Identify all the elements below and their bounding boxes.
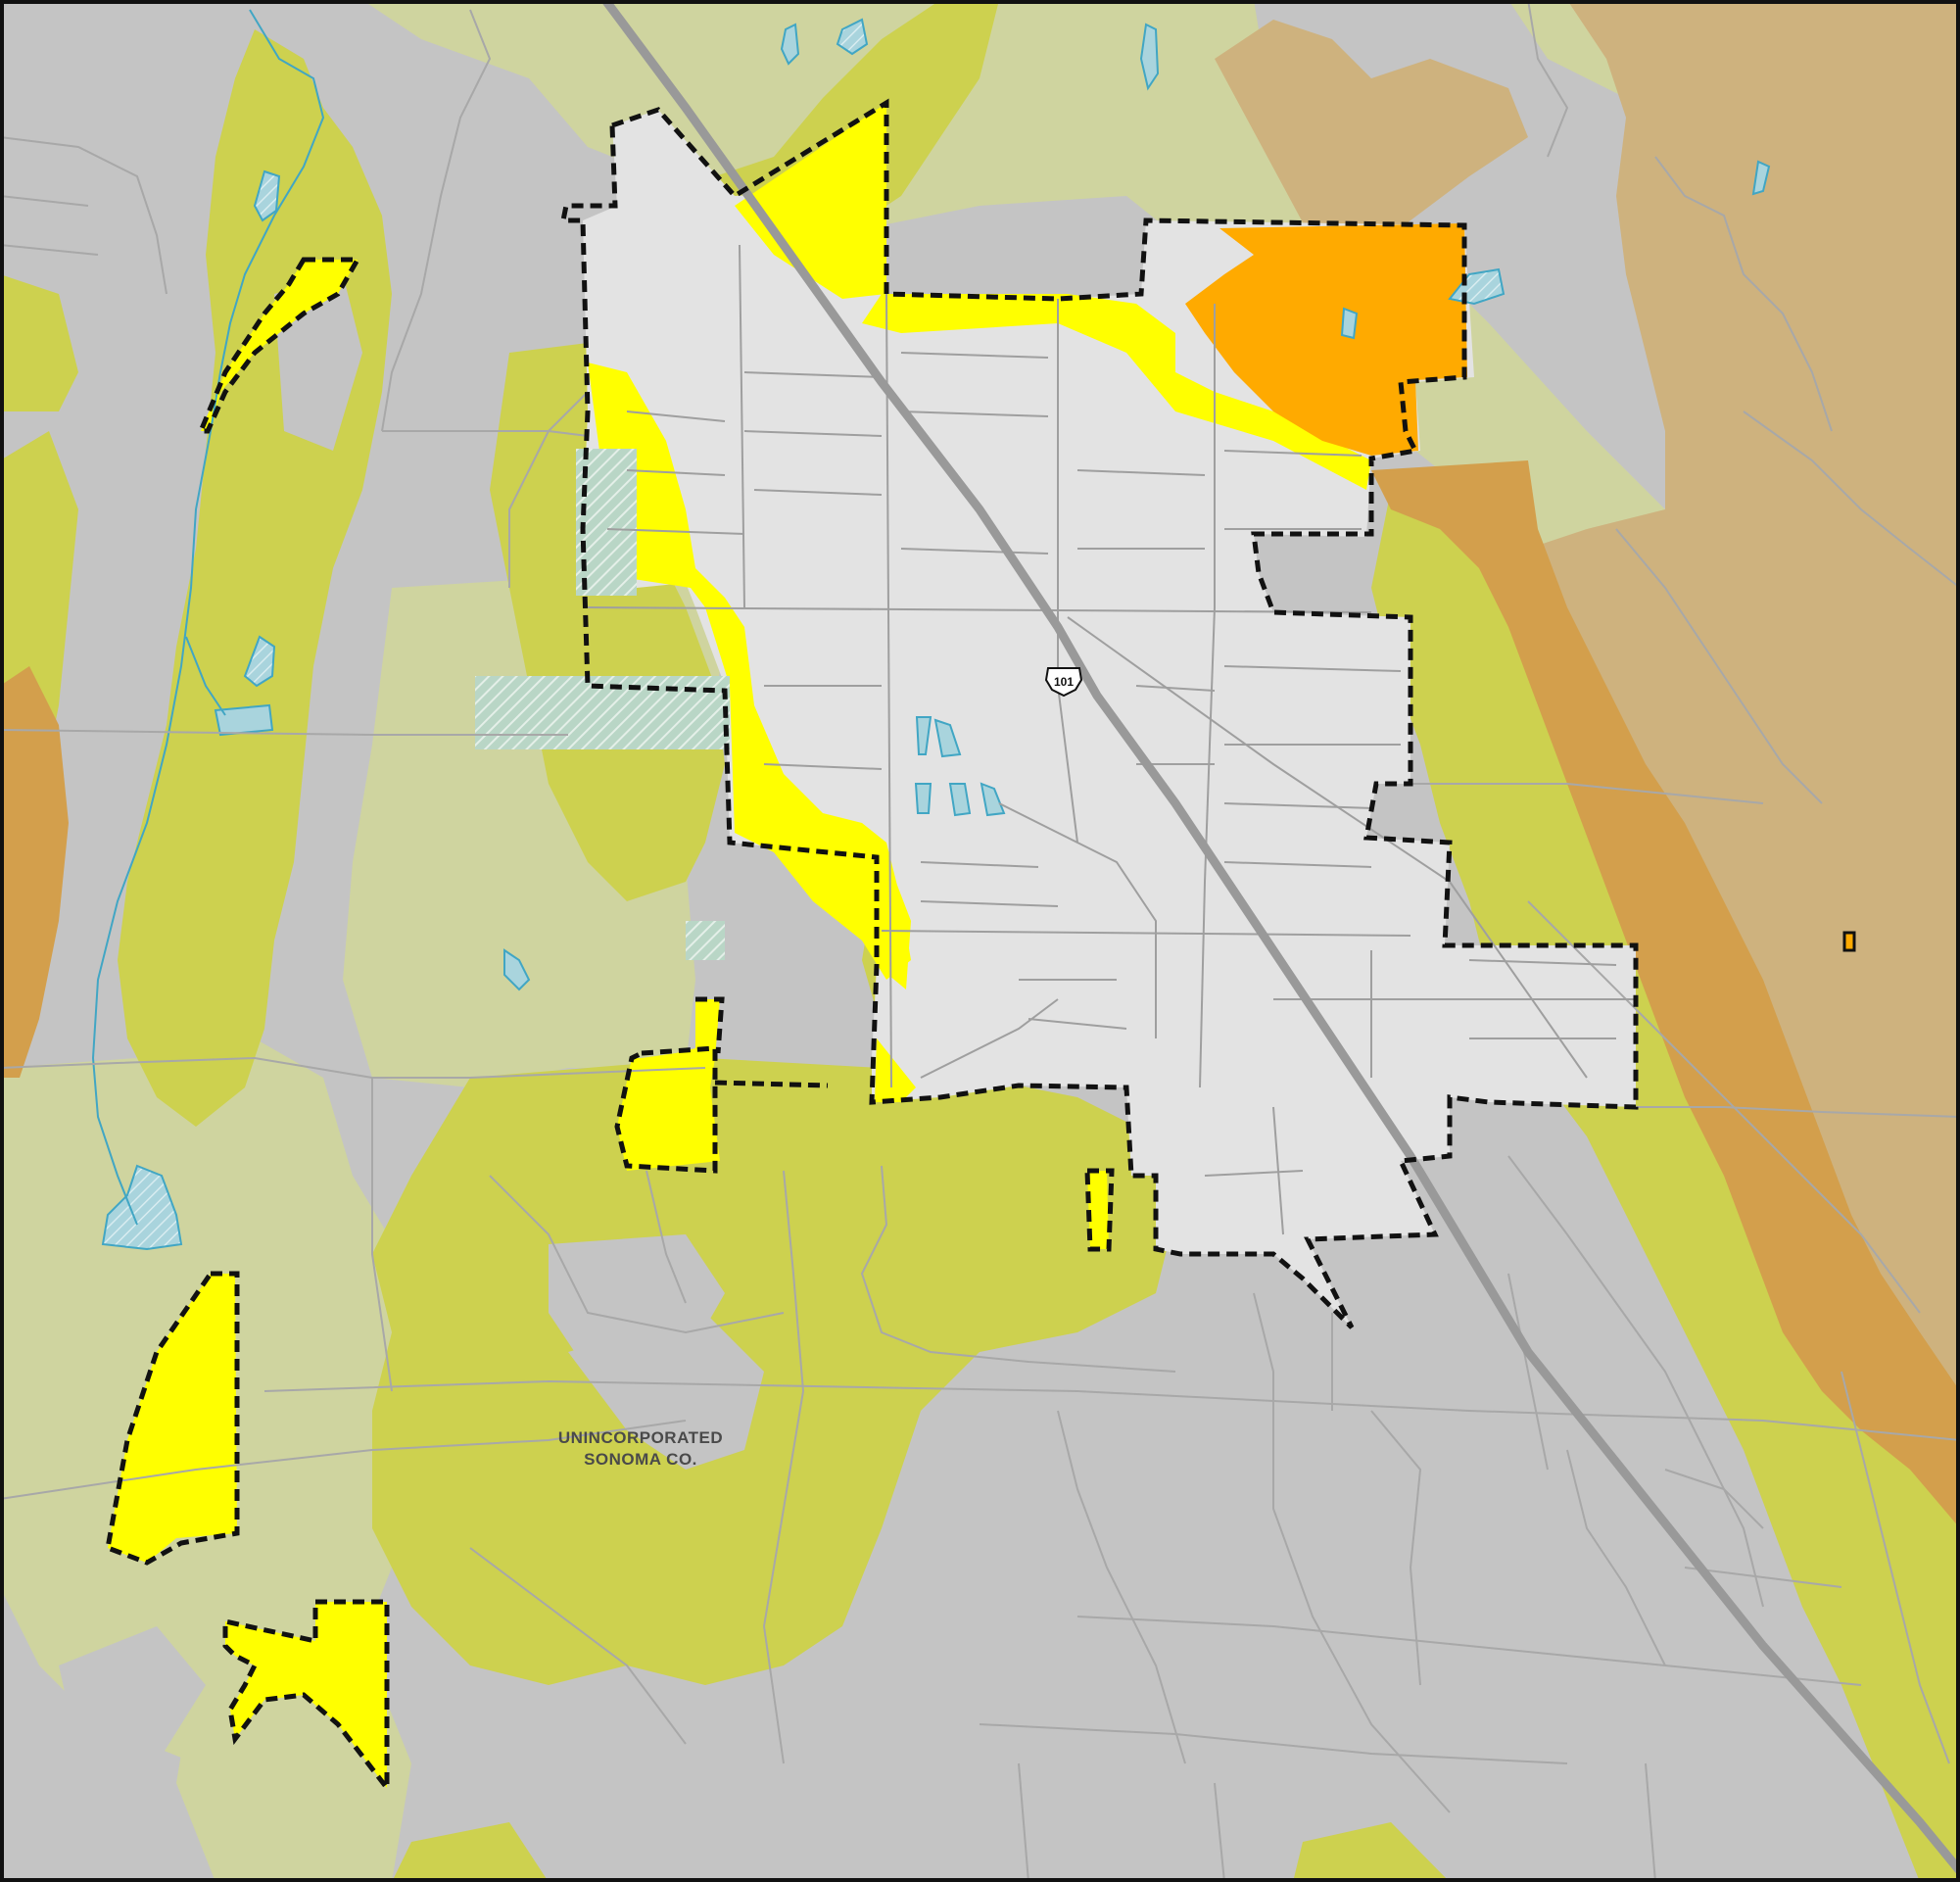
area-label: UNINCORPORATED SONOMA CO. (558, 1428, 723, 1469)
zone-yellow (108, 103, 1371, 1788)
highway-shield: 101 (1044, 667, 1083, 698)
zone-tan (1215, 0, 1960, 1401)
highway-shield-label: 101 (1054, 675, 1074, 689)
city-boundary (559, 98, 1639, 1329)
zone-orange (1185, 223, 1467, 456)
us-highway-shield-icon (1044, 667, 1083, 698)
city-streets (587, 244, 1636, 1235)
highway-101 (601, 0, 1960, 1874)
water-bodies (214, 23, 1771, 991)
creeks (91, 9, 325, 1226)
unzoned-gray-areas (59, 274, 725, 1763)
planning-boundaries (105, 98, 1856, 1796)
zone-brown (0, 460, 1960, 1528)
area-label-line2: SONOMA CO. (584, 1450, 697, 1469)
area-label-line1: UNINCORPORATED (558, 1428, 723, 1447)
